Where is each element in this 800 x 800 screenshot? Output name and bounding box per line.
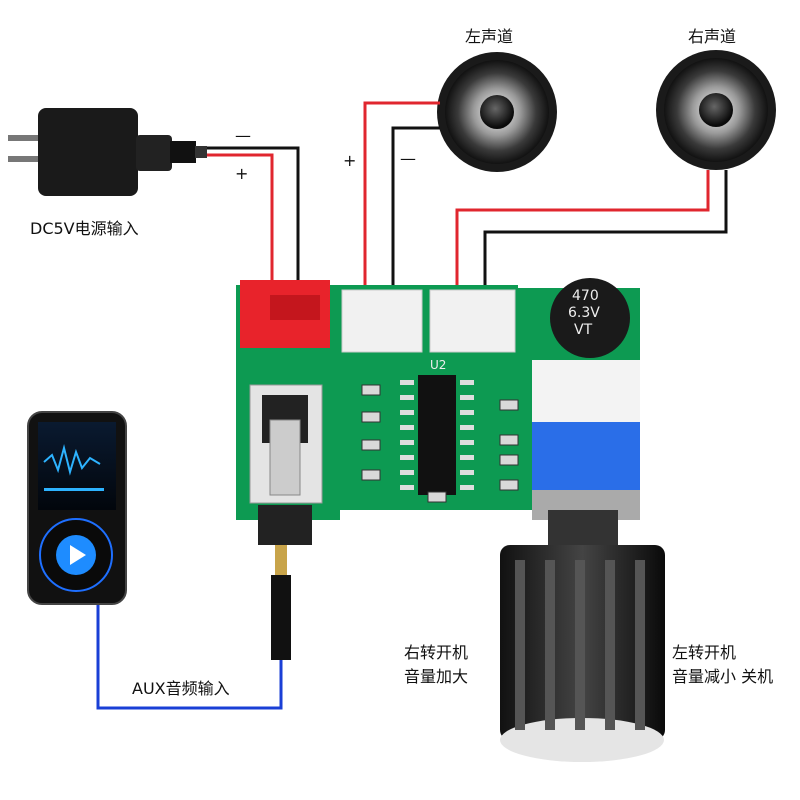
right-speaker-connector <box>429 289 516 353</box>
left-speaker <box>437 52 557 172</box>
left-channel-label: 左声道 <box>465 27 514 46</box>
mp3-player <box>27 411 127 605</box>
chip-label: U2 <box>430 358 447 372</box>
pcb-board <box>236 278 640 660</box>
knob-right-line1: 右转开机 <box>404 643 469 662</box>
knob-left-line2: 音量减小 关机 <box>672 667 774 686</box>
power-input-label: DC5V电源输入 <box>30 219 139 238</box>
knob-right-line2: 音量加大 <box>404 667 469 686</box>
power-adapter <box>8 108 207 196</box>
left-plus-label: + <box>343 151 357 170</box>
right-channel-label: 右声道 <box>688 27 737 46</box>
volume-knob <box>500 510 665 762</box>
capacitor-line3: VT <box>574 322 593 338</box>
aux-input-label: AUX音频输入 <box>132 679 230 698</box>
right-speaker <box>656 50 776 170</box>
capacitor-line1: 470 <box>572 288 599 304</box>
capacitor <box>550 278 630 358</box>
pot-switch-top <box>532 360 640 422</box>
aux-wire <box>96 605 283 710</box>
left-minus-label: — <box>400 149 416 168</box>
power-plus-label: + <box>235 164 249 183</box>
power-minus-label: — <box>235 126 251 145</box>
capacitor-line2: 6.3V <box>568 305 600 321</box>
knob-left-line1: 左转开机 <box>672 643 737 662</box>
amplifier-chip <box>418 375 456 495</box>
pot-switch-blue <box>532 422 640 490</box>
left-speaker-connector <box>341 289 423 353</box>
